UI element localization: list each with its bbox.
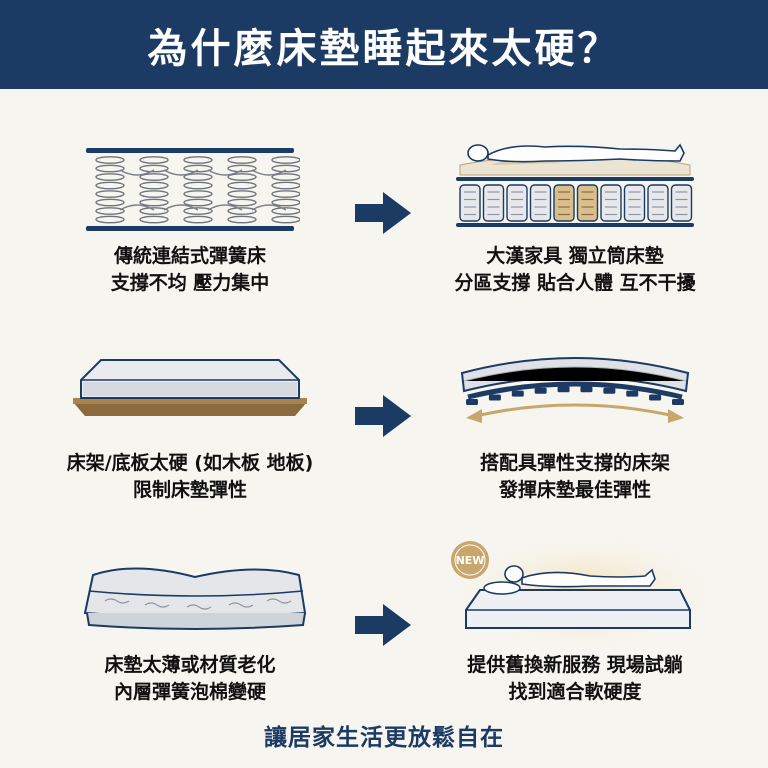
coil-spring-icon xyxy=(139,156,169,164)
pocket-spring xyxy=(482,184,505,222)
caption-line: 找到適合軟硬度 xyxy=(508,681,642,703)
coil-spring-icon xyxy=(271,181,300,190)
right-arrow-icon xyxy=(355,604,411,646)
slat xyxy=(580,386,593,393)
caption-line: 分區支撐 貼合人體 互不干擾 xyxy=(454,272,696,294)
coil-spring-icon xyxy=(139,207,169,215)
coil-spring-icon xyxy=(271,173,300,181)
coil-spring-icon xyxy=(271,215,300,224)
coil-spring-icon xyxy=(183,198,213,207)
left-caption-row3: 床墊太薄或材質老化 內層彈簧泡棉變硬 xyxy=(40,652,340,706)
pocket-spring xyxy=(529,184,552,222)
lying-person-icon xyxy=(467,143,685,163)
bonnell-spring-illustration xyxy=(86,148,300,231)
coil-spring-icon xyxy=(95,156,125,164)
coil-spring-icon xyxy=(139,190,169,198)
caption-line: 內層彈簧泡棉變硬 xyxy=(113,681,266,703)
caption-line: 傳統連結式彈簧床 xyxy=(113,245,266,267)
caption-line: 限制床墊彈性 xyxy=(132,479,247,501)
coil-spring-icon xyxy=(183,156,213,164)
new-badge-text: NEW xyxy=(456,554,485,567)
slat xyxy=(534,387,547,394)
pocket-spring xyxy=(623,184,646,222)
coil-spring-icon xyxy=(139,198,169,207)
right-caption-row3: 提供舊換新服務 現場試躺 找到適合軟硬度 xyxy=(420,652,730,706)
caption-line: 床墊太薄或材質老化 xyxy=(104,654,276,676)
slat xyxy=(672,399,684,405)
pocket-spring xyxy=(670,184,693,222)
caption-line: 提供舊換新服務 現場試躺 xyxy=(467,654,683,676)
coil-spring-icon xyxy=(139,181,169,190)
footer-slogan: 讓居家生活更放鬆自在 xyxy=(264,725,504,751)
worn-mattress-illustration xyxy=(83,567,307,630)
coil-spring-icon xyxy=(95,198,125,207)
coil-spring-icon xyxy=(227,190,257,198)
flexible-frame-illustration xyxy=(460,357,690,423)
slat xyxy=(649,394,662,401)
pocket-spring-illustration xyxy=(456,143,694,227)
caption-line: 支撐不均 壓力集中 xyxy=(110,272,270,294)
coil-spring-icon xyxy=(227,181,257,190)
coil-spring-icon xyxy=(183,190,213,198)
coil-spring-icon xyxy=(271,198,300,207)
title-banner: 為什麼床墊睡起來太硬？ xyxy=(0,0,768,89)
hard-base-mattress-illustration xyxy=(73,359,307,416)
coil-spring-icon xyxy=(227,164,257,173)
pocket-spring xyxy=(506,184,528,222)
slat xyxy=(466,399,478,405)
pocket-spring xyxy=(600,184,622,222)
right-arrow-icon xyxy=(355,395,411,437)
coil-spring-icon xyxy=(183,173,213,181)
coil-spring-icon xyxy=(95,190,125,198)
coil-spring-icon xyxy=(271,190,300,198)
coil-spring-icon xyxy=(227,198,257,207)
coil-spring-icon xyxy=(95,207,125,215)
coil-spring-icon xyxy=(139,164,169,173)
coil-spring-icon xyxy=(271,207,300,215)
new-mattress-illustration: NEW xyxy=(451,533,710,643)
caption-line: 發揮床墊最佳彈性 xyxy=(498,479,651,501)
new-badge: NEW xyxy=(451,541,489,579)
left-caption-row2: 床架/底板太硬 (如木板 地板) 限制床墊彈性 xyxy=(30,450,350,504)
caption-line: 搭配具彈性支撐的床架 xyxy=(479,452,670,474)
coil-spring-icon xyxy=(139,173,169,181)
coil-spring-icon xyxy=(95,181,125,190)
slat xyxy=(511,390,524,397)
slat xyxy=(488,394,501,401)
coil-spring-icon xyxy=(227,207,257,215)
coil-spring-icon xyxy=(227,156,257,164)
right-caption-row1: 大漢家具 獨立筒床墊 分區支撐 貼合人體 互不干擾 xyxy=(420,243,730,297)
coil-spring-icon xyxy=(95,215,125,224)
right-caption-row2: 搭配具彈性支撐的床架 發揮床墊最佳彈性 xyxy=(420,450,730,504)
right-arrow-icon xyxy=(355,192,411,234)
slat xyxy=(603,387,616,394)
coil-spring-icon xyxy=(95,173,125,181)
slat xyxy=(557,386,570,393)
coil-spring-icon xyxy=(183,181,213,190)
coil-spring-icon xyxy=(95,164,125,173)
coil-spring-icon xyxy=(271,164,300,173)
page-title: 為什麼床墊睡起來太硬？ xyxy=(147,25,621,72)
coil-spring-icon xyxy=(183,164,213,173)
pocket-spring xyxy=(576,184,599,222)
coil-spring-icon xyxy=(271,156,300,164)
caption-line: 床架/底板太硬 (如木板 地板) xyxy=(66,452,314,474)
coil-spring-icon xyxy=(227,215,257,224)
left-caption-row1: 傳統連結式彈簧床 支撐不均 壓力集中 xyxy=(40,243,340,297)
caption-line: 大漢家具 獨立筒床墊 xyxy=(486,245,664,267)
lying-person-icon xyxy=(504,565,656,588)
pocket-spring xyxy=(647,184,669,222)
coil-spring-icon xyxy=(139,215,169,224)
pocket-spring xyxy=(553,184,575,222)
coil-spring-icon xyxy=(183,207,213,215)
coil-spring-icon xyxy=(227,173,257,181)
slat xyxy=(626,390,639,397)
coil-spring-icon xyxy=(183,215,213,224)
pocket-spring xyxy=(459,184,481,222)
